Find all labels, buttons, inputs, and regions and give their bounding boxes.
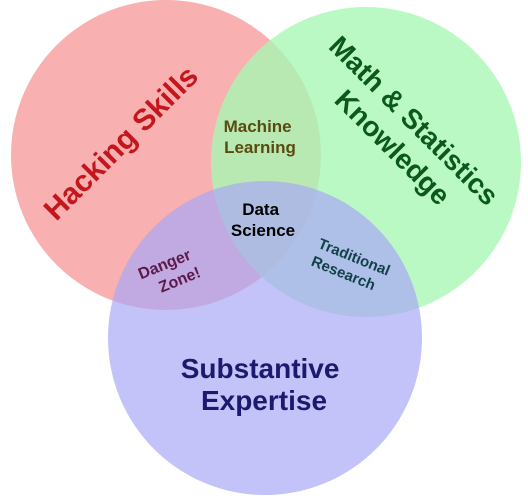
data-science-label-line-2: Science bbox=[231, 221, 295, 240]
machine-learning-label-line-2: Learning bbox=[224, 138, 296, 157]
substantive-expertise-label-line-2: Expertise bbox=[201, 385, 327, 416]
machine-learning-label: Machine Learning bbox=[224, 117, 297, 157]
set-circles bbox=[11, 0, 521, 495]
data-science-label-line-1: Data bbox=[242, 200, 279, 219]
machine-learning-label-line-1: Machine bbox=[224, 117, 292, 136]
substantive-expertise-label: Substantive Expertise bbox=[181, 353, 347, 416]
data-science-label: Data Science bbox=[231, 200, 295, 240]
substantive-expertise-circle bbox=[108, 181, 422, 495]
substantive-expertise-label-line-1: Substantive bbox=[181, 353, 340, 384]
